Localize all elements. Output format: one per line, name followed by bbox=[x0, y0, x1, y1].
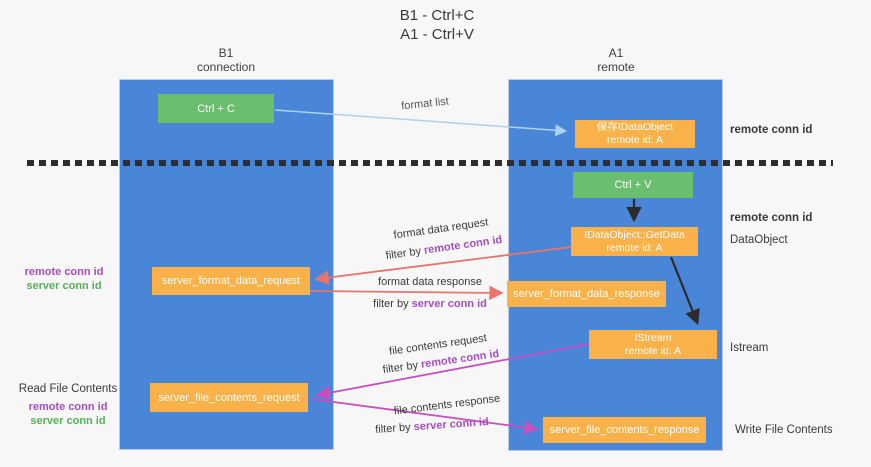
left-column-role: connection bbox=[196, 60, 256, 74]
node-store-line2: remote id: A bbox=[606, 134, 664, 146]
left-server-conn-id-label: server conn id bbox=[26, 280, 102, 292]
filter-by-text: filter by bbox=[374, 421, 415, 436]
left-conn-id-labels: remote conn id server conn id bbox=[14, 265, 114, 293]
node-format-request-label: server_format_data_request bbox=[161, 275, 301, 287]
node-format-response-label: server_format_data_response bbox=[513, 288, 660, 300]
title-line-2: A1 - Ctrl+V bbox=[400, 26, 474, 43]
filter-by-text: filter by bbox=[382, 358, 422, 377]
node-file-request-label: server_file_contents_request bbox=[158, 391, 300, 404]
left-column-name: B1 bbox=[218, 46, 234, 60]
remote-conn-id-text: remote conn id bbox=[423, 233, 503, 257]
right-column-role: remote bbox=[597, 60, 635, 74]
arrow-format-data-response bbox=[309, 285, 504, 301]
node-ctrl-c: Ctrl + C bbox=[158, 94, 274, 123]
node-ctrl-v: Ctrl + V bbox=[573, 172, 693, 198]
istream-label: Istream bbox=[730, 342, 769, 354]
filter-by-text: filter by bbox=[373, 298, 412, 310]
read-file-contents-block: Read File Contents remote conn id server… bbox=[14, 382, 122, 428]
server-conn-id-text: server conn id bbox=[411, 298, 487, 310]
node-getdata-line1: IDataObject::GetData bbox=[584, 228, 685, 241]
title-line-1: B1 - Ctrl+C bbox=[399, 7, 475, 24]
node-getdata-line2: remote id: A bbox=[606, 241, 663, 254]
left-server-conn-id-label-2: server conn id bbox=[30, 415, 106, 427]
dataobject-label: DataObject bbox=[730, 234, 788, 246]
left-column-header: B1 connection bbox=[176, 46, 276, 74]
node-server-format-data-request: server_format_data_request bbox=[152, 267, 310, 295]
left-remote-conn-id-label: remote conn id bbox=[24, 266, 104, 278]
right-column-header: A1 remote bbox=[566, 46, 666, 74]
node-ctrl-v-label: Ctrl + V bbox=[614, 179, 652, 191]
server-conn-id-text: server conn id bbox=[413, 416, 490, 434]
edge-label-format-data-response: format data response bbox=[378, 276, 482, 288]
phase-divider-dashed-line bbox=[27, 160, 833, 166]
right-remote-conn-id-label-top: remote conn id bbox=[730, 124, 813, 136]
left-remote-conn-id-label-2: remote conn id bbox=[28, 401, 108, 413]
edge-label-format-list: format list bbox=[400, 95, 450, 113]
node-istream: IStream remote id: A bbox=[589, 330, 717, 359]
diagram-title: B1 - Ctrl+C A1 - Ctrl+V bbox=[337, 6, 537, 44]
node-store-idataobject: 保存IDataObject remote id: A bbox=[575, 120, 695, 148]
node-file-response-label: server_file_contents_response bbox=[549, 424, 700, 436]
right-remote-conn-id-label-mid: remote conn id bbox=[730, 212, 813, 224]
read-file-contents-label: Read File Contents bbox=[18, 383, 118, 395]
write-file-contents-label: Write File Contents bbox=[735, 424, 833, 436]
node-idataobject-getdata: IDataObject::GetData remote id: A bbox=[571, 227, 698, 256]
right-column-name: A1 bbox=[608, 46, 624, 60]
node-istream-line1: IStream bbox=[634, 331, 672, 344]
node-server-file-contents-request: server_file_contents_request bbox=[150, 383, 308, 412]
node-server-format-data-response: server_format_data_response bbox=[507, 281, 666, 307]
node-server-file-contents-response: server_file_contents_response bbox=[543, 417, 706, 443]
node-istream-line2: remote id: A bbox=[624, 344, 682, 357]
edge-label-filter-by-server-conn-id: filter by server conn id bbox=[355, 298, 505, 310]
node-ctrl-c-label: Ctrl + C bbox=[197, 102, 235, 115]
filter-by-text: filter by bbox=[385, 244, 425, 263]
node-store-line1: 保存IDataObject bbox=[596, 121, 674, 133]
